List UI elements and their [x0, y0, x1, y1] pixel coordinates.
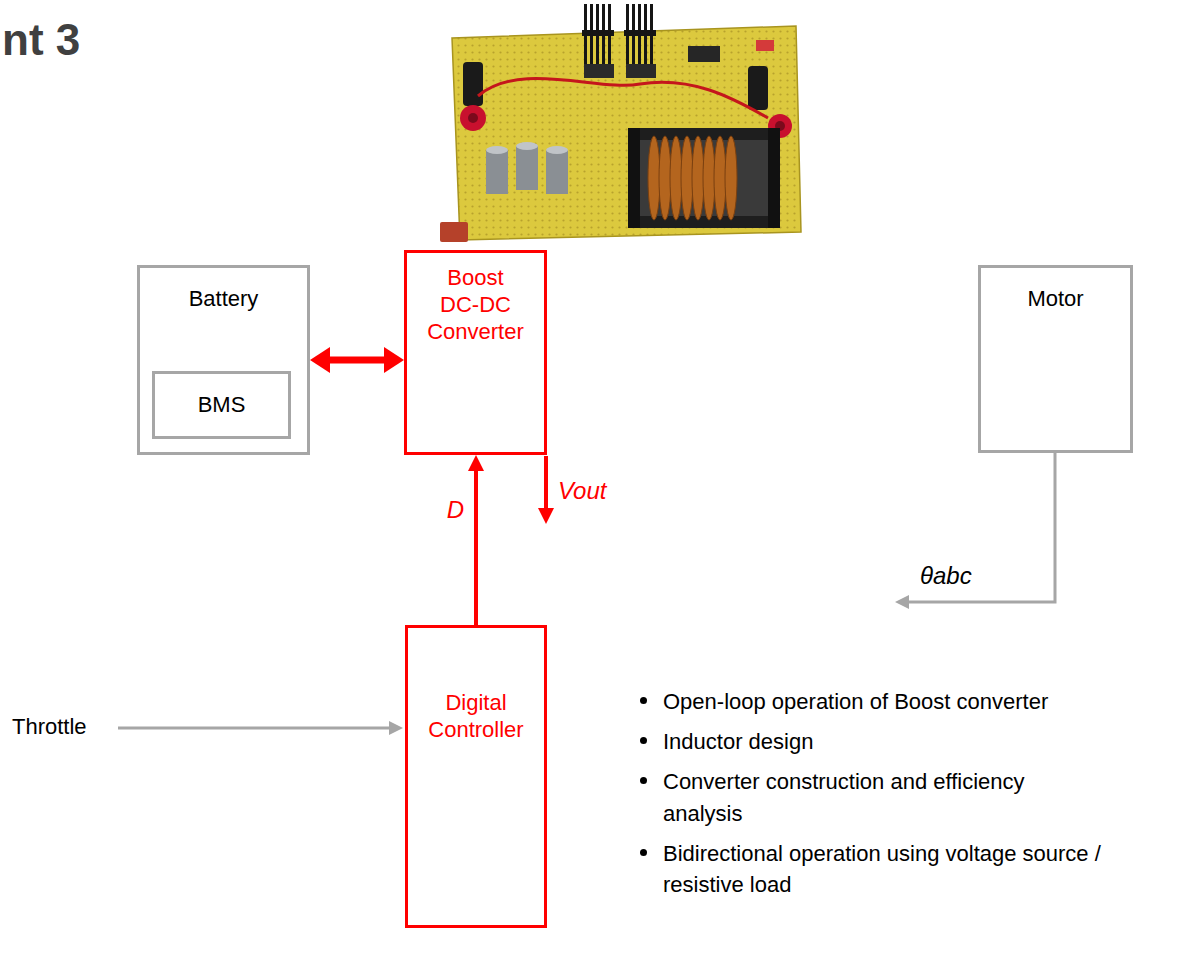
arrow-head [384, 347, 404, 373]
arrow-head [310, 347, 330, 373]
input-label: Throttle [12, 714, 87, 740]
capacitor [486, 142, 568, 194]
block-box: Digital Controller [405, 625, 547, 928]
throttle-arrow [118, 721, 403, 735]
slide-title: nt 3 [2, 14, 80, 67]
bullet-dot [640, 777, 647, 784]
bullet-item: Open-loop operation of Boost converter [640, 686, 1110, 718]
heat-sink [582, 4, 656, 78]
binding-post [460, 62, 792, 138]
bullet-text: Open-loop operation of Boost converter [663, 686, 1048, 718]
block-label: Motor [1027, 286, 1083, 313]
bullet-item: Converter construction and efficiency an… [640, 766, 1110, 830]
signal-name: Vout [558, 477, 606, 506]
inductor [628, 128, 780, 228]
connector-line [474, 468, 478, 625]
block-box: Motor [978, 265, 1133, 453]
bullet-text: Converter construction and efficiency an… [663, 766, 1110, 830]
connector-line [326, 357, 388, 364]
bullet-text: Inductor design [663, 726, 813, 758]
bullet-dot [640, 737, 647, 744]
sensor-board [756, 40, 774, 51]
wire [478, 78, 768, 118]
film-capacitor [440, 222, 468, 242]
bullet-item: Inductor design [640, 726, 1110, 758]
output-voltage-arrow [538, 456, 554, 524]
position-arrow [895, 453, 1055, 609]
arrow-head [468, 455, 484, 471]
signal-name: D [447, 496, 464, 525]
bullet-item: Bidirectional operation using voltage so… [640, 838, 1110, 902]
bullet-dot [640, 697, 647, 704]
converter-board [440, 4, 801, 242]
block-label: BMS [198, 392, 246, 419]
bullet-dot [640, 849, 647, 856]
sub-block-box: BMS [152, 371, 291, 439]
block-label: Digital Controller [417, 690, 535, 744]
power-connector [468, 455, 484, 625]
block-label: Battery [189, 286, 259, 313]
ic-socket [688, 46, 720, 62]
signal-name: θabc [920, 562, 972, 591]
block-box: BMS Battery [137, 265, 310, 455]
bullet-list: Open-loop operation of Boost converterIn… [640, 686, 1110, 909]
block-label: Boost DC-DC Converter [426, 265, 525, 345]
block-box: Boost DC-DC Converter [404, 250, 547, 455]
power-connector [310, 347, 404, 373]
bullet-text: Bidirectional operation using voltage so… [663, 838, 1110, 902]
